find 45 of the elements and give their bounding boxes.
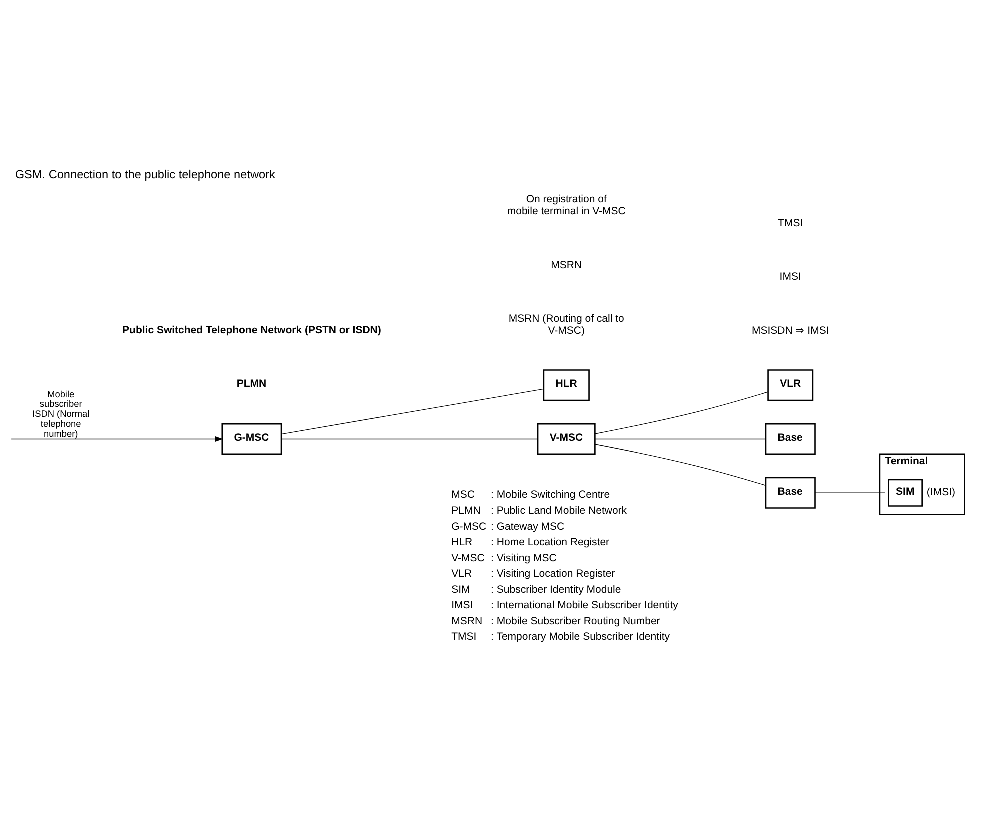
label: IMSI [452, 599, 474, 612]
label: : Mobile Subscriber Routing Number [491, 614, 660, 627]
label: : Gateway MSC [491, 520, 565, 532]
label: : International Mobile Subscriber Identity [491, 599, 678, 612]
label: IMSI [780, 270, 802, 283]
label: TMSI [778, 216, 804, 229]
label: PLMN [236, 378, 267, 390]
node-box: VLR [768, 369, 814, 401]
label: MSRN (Routing of call to V-MSC) [508, 312, 624, 337]
label: Public Switched Telephone Network (PSTN or ISDN) [122, 324, 382, 336]
connector [594, 438, 766, 440]
label: : Visiting MSC [491, 552, 557, 564]
label: : Home Location Register [491, 536, 610, 548]
connector [594, 391, 769, 434]
edge-label: Mobile subscriber ISDN (Normal telephone number) [32, 388, 90, 438]
node-box: Base [765, 476, 816, 508]
label: MSC [452, 488, 475, 501]
label: : Public Land Mobile Network [491, 504, 628, 517]
node-box: HLR [543, 369, 590, 401]
label: : Mobile Switching Centre [491, 488, 610, 501]
label: HLR [452, 536, 473, 548]
label: PLMN [452, 504, 481, 517]
connector [815, 492, 886, 493]
connector [281, 388, 544, 434]
label: G-MSC [452, 520, 487, 532]
label: MSRN [452, 614, 483, 627]
label: On registration of mobile terminal in V-MSC [507, 193, 626, 217]
node-label: (IMSI) [926, 486, 956, 498]
label: : Subscriber Identity Module [491, 583, 622, 596]
label: MSRN [551, 258, 582, 271]
label: : Temporary Mobile Subscriber Identity [491, 630, 670, 643]
node-box: G-MSC [222, 422, 282, 455]
label: MSISDN ⇒ IMSI [752, 324, 830, 337]
node-box: V-MSC [537, 422, 596, 455]
label: SIM [452, 583, 470, 596]
node-box: SIM [888, 478, 923, 506]
label: : Visiting Location Register [491, 568, 616, 580]
label: V-MSC [452, 552, 485, 564]
label: VLR [452, 568, 472, 580]
connector [281, 438, 538, 440]
diagram-title: GSM. Connection to the public telephone network [15, 167, 276, 182]
node-box: Base [765, 422, 816, 455]
arrow [11, 436, 224, 442]
label: TMSI [452, 630, 477, 643]
connector [594, 444, 766, 486]
